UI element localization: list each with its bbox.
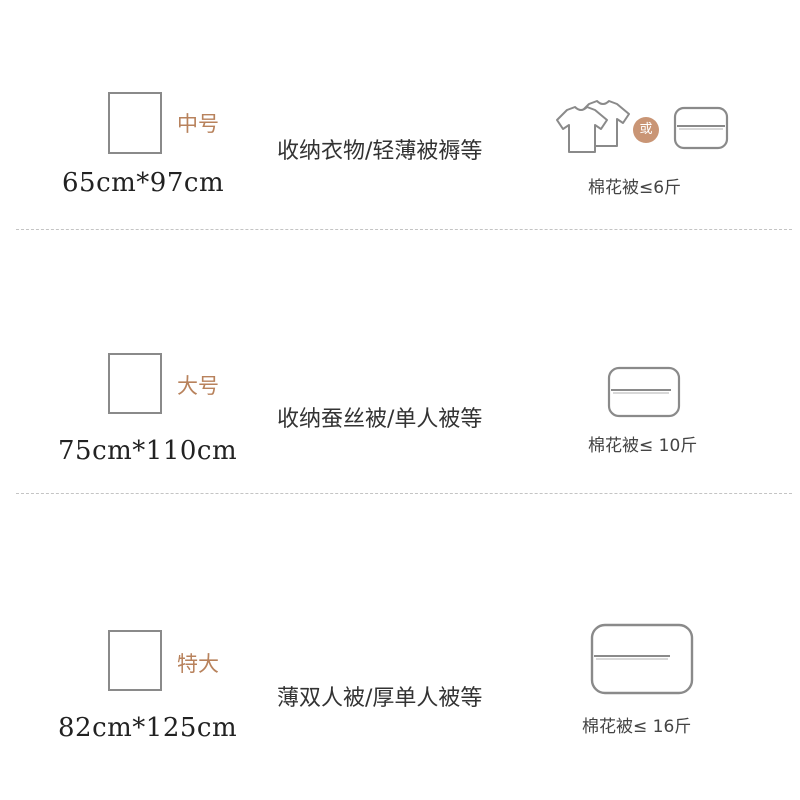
usage-text: 收纳衣物/轻薄被褥等: [277, 139, 483, 164]
capacity-caption: 棉花被≤ 16斤: [582, 717, 692, 737]
size-name: 中号: [177, 112, 219, 136]
folded-quilt-icon: [607, 366, 681, 418]
capacity-caption: 棉花被≤ 10斤: [588, 436, 698, 456]
or-badge: 或: [633, 117, 659, 143]
size-dimensions: 82cm*125cm: [58, 713, 238, 743]
row-divider: [16, 229, 792, 230]
folded-quilt-icon: [590, 623, 694, 695]
tshirt-icon: [556, 100, 630, 153]
usage-text: 薄双人被/厚单人被等: [277, 686, 483, 711]
size-dimensions: 75cm*110cm: [58, 436, 238, 466]
bag-outline-icon: [108, 92, 162, 154]
bag-outline-icon: [108, 353, 162, 414]
folded-quilt-icon: [673, 106, 729, 150]
row-divider: [16, 493, 792, 494]
bag-outline-icon: [108, 630, 162, 691]
size-dimensions: 65cm*97cm: [62, 168, 225, 198]
size-name: 大号: [177, 374, 219, 398]
usage-text: 收纳蚕丝被/单人被等: [277, 407, 483, 432]
capacity-caption: 棉花被≤6斤: [588, 178, 682, 198]
size-name: 特大: [177, 652, 219, 676]
